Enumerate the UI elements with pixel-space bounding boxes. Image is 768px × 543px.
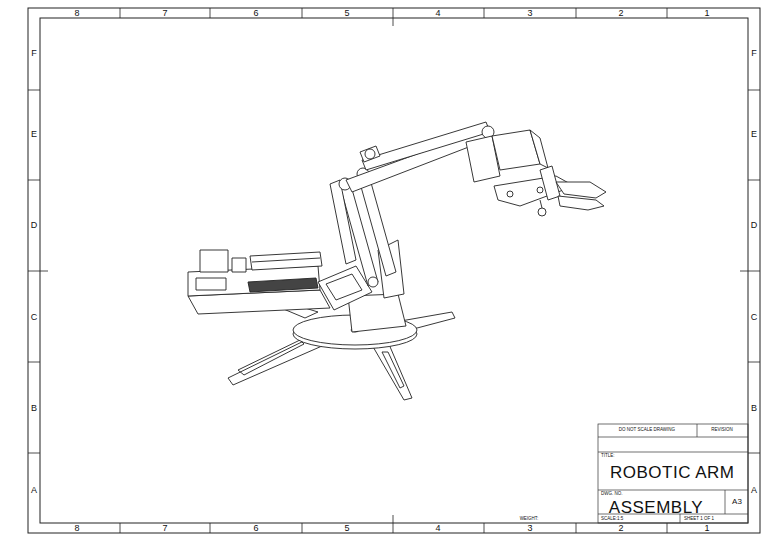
title-block-field: SHEET 1 OF 1 [684, 517, 714, 522]
sheet-size: A3 [732, 498, 742, 506]
title-block-field: DWG. NO. [601, 492, 623, 497]
zone-letter: B [751, 404, 757, 413]
title-block-field: TITLE: [601, 454, 615, 459]
zone-number: 6 [253, 9, 258, 18]
zone-number: 3 [527, 524, 532, 533]
zone-letter: C [31, 313, 38, 322]
title-block-field: WEIGHT: [520, 517, 539, 522]
zone-number: 7 [162, 524, 167, 533]
drawing-title: ROBOTIC ARM [610, 464, 735, 481]
zone-letter: B [31, 404, 37, 413]
zone-number: 1 [704, 524, 709, 533]
zone-number: 4 [435, 9, 440, 18]
robotic-arm-illustration [188, 122, 606, 400]
zone-letter: F [751, 49, 757, 58]
zone-letter: E [31, 130, 37, 139]
title-block-note: DO NOT SCALE DRAWING [619, 428, 675, 433]
zone-number: 5 [344, 9, 349, 18]
drawing-number: ASSEMBLY [609, 499, 703, 516]
zone-number: 4 [435, 524, 440, 533]
zone-number: 3 [527, 9, 532, 18]
title-block [598, 424, 748, 523]
drawing-frame [28, 8, 760, 533]
zone-letter: A [751, 486, 757, 495]
zone-letter: F [31, 49, 37, 58]
zone-number: 6 [253, 524, 258, 533]
zone-number: 1 [704, 9, 709, 18]
zone-number: 8 [74, 524, 79, 533]
title-block-field: SCALE:1:5 [601, 517, 623, 522]
zone-number: 2 [618, 524, 623, 533]
zone-number: 2 [618, 9, 623, 18]
zone-letter: C [751, 313, 758, 322]
zone-letter: D [31, 221, 38, 230]
zone-letter: D [751, 221, 758, 230]
title-block-note: REVISION [711, 428, 733, 433]
zone-letter: A [31, 486, 37, 495]
zone-number: 5 [344, 524, 349, 533]
zone-letter: E [751, 130, 757, 139]
zone-number: 8 [74, 9, 79, 18]
zone-number: 7 [162, 9, 167, 18]
